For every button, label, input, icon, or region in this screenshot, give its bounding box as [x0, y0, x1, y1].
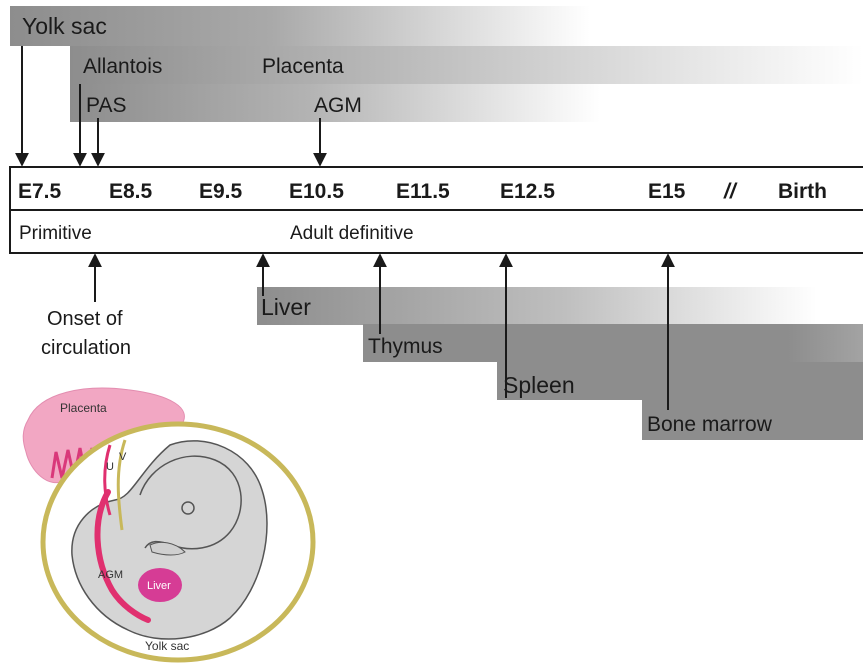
embryo-v-label: V — [119, 451, 127, 463]
embryo-agm-label: AGM — [98, 569, 123, 581]
embryo-u-label: U — [106, 461, 114, 473]
embryo-placenta-label: Placenta — [60, 401, 107, 415]
embryo-liver-label: Liver — [147, 580, 171, 592]
embryo-yolk-sac-label: Yolk sac — [145, 639, 189, 653]
embryo-illustration: Placenta U V AGM Liver Yolk sac — [23, 388, 313, 660]
